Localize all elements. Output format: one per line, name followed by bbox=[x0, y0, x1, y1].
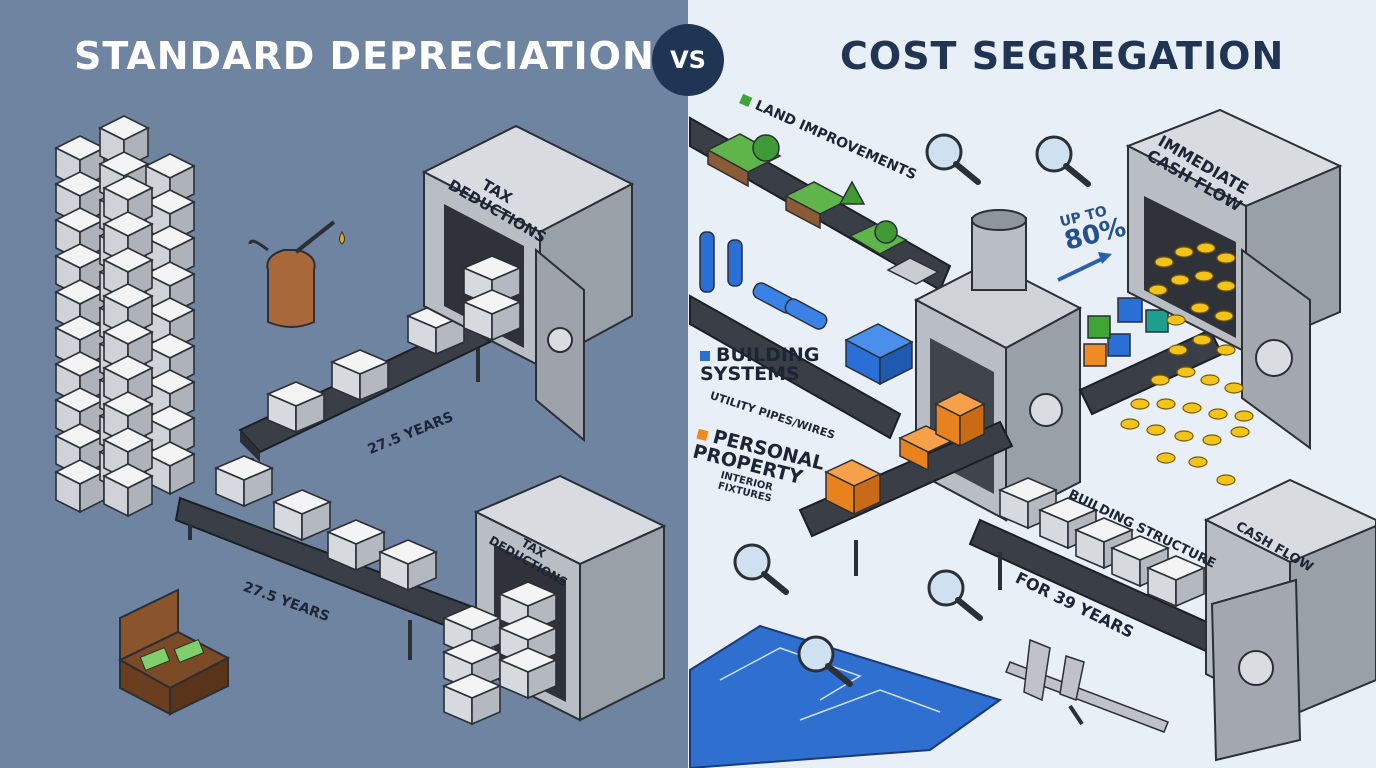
magnifying-glass-icon-1 bbox=[927, 135, 978, 182]
magnifying-glass-icon-2 bbox=[1037, 137, 1088, 184]
right-bottom-safe bbox=[1203, 478, 1376, 762]
blueprint-icon bbox=[689, 624, 1003, 768]
oil-can-icon bbox=[248, 220, 345, 328]
personal-marker-icon bbox=[696, 428, 709, 441]
systems-marker-icon bbox=[700, 350, 710, 361]
land-marker-icon bbox=[739, 93, 753, 108]
left-top-safe bbox=[421, 124, 635, 443]
personal-property-conveyor bbox=[798, 391, 1014, 576]
fixture-blocks bbox=[824, 391, 986, 516]
land-blocks bbox=[706, 133, 940, 285]
caliper-icon bbox=[1005, 638, 1169, 733]
magnifying-glass-icon-4 bbox=[929, 571, 980, 618]
right-title: COST SEGREGATION bbox=[840, 34, 1285, 78]
cash-box-icon bbox=[117, 588, 231, 716]
land-conveyor bbox=[689, 116, 952, 292]
upper-conveyor bbox=[238, 303, 492, 490]
vs-badge: VS bbox=[652, 24, 724, 96]
left-bottom-safe bbox=[443, 474, 667, 725]
building-block-stack bbox=[55, 115, 195, 517]
left-title: STANDARD DEPRECIATION bbox=[74, 34, 655, 78]
systems-conveyor bbox=[689, 231, 914, 440]
building-systems-label: BUILDING SYSTEMS bbox=[700, 346, 819, 384]
lower-conveyor bbox=[174, 455, 472, 660]
pipe-blocks bbox=[699, 231, 914, 386]
building-systems-line1: BUILDING bbox=[716, 344, 820, 366]
building-systems-line2: SYSTEMS bbox=[700, 363, 800, 385]
boost-arrow-icon bbox=[1057, 252, 1112, 282]
magnifying-glass-icon-3 bbox=[735, 545, 786, 592]
